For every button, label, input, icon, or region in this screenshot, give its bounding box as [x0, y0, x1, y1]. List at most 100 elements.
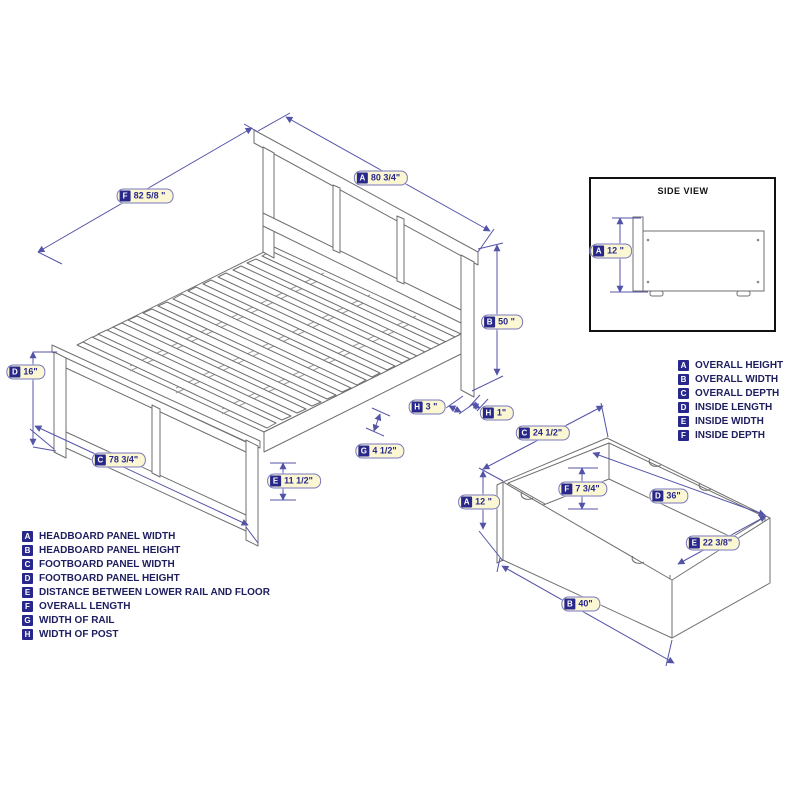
dim-value: 12 "	[607, 245, 624, 256]
dim-letter-badge: B	[564, 598, 576, 610]
dim-label-drawer-inside-depth: F 7 3/4"	[558, 481, 608, 497]
bed-legend: A HEADBOARD PANEL WIDTH B HEADBOARD PANE…	[22, 531, 270, 640]
dim-label-rail-width: G 4 1/2"	[355, 443, 405, 459]
legend-label: FOOTBOARD PANEL HEIGHT	[39, 572, 180, 584]
dim-label-drawer-overall-width: B 40"	[561, 596, 601, 612]
legend-row: H WIDTH OF POST	[22, 629, 270, 640]
legend-letter-badge: E	[22, 587, 33, 598]
dim-value: 11 1/2"	[284, 475, 313, 486]
dim-value: 36"	[666, 490, 681, 501]
legend-row: B HEADBOARD PANEL HEIGHT	[22, 545, 270, 556]
dim-label-drawer-inside-length: D 36"	[649, 488, 689, 504]
dim-letter-badge: D	[9, 366, 21, 378]
dim-letter-badge: G	[358, 445, 370, 457]
dim-letter-badge: F	[561, 483, 573, 495]
dim-value: 3 "	[425, 401, 438, 412]
dim-value: 7 3/4"	[575, 483, 600, 494]
dim-letter-badge: H	[482, 407, 494, 419]
legend-row: F INSIDE DEPTH	[678, 430, 783, 441]
dim-letter-badge: A	[356, 172, 368, 184]
legend-row: D INSIDE LENGTH	[678, 402, 783, 413]
legend-letter-badge: C	[678, 388, 689, 399]
legend-letter-badge: A	[22, 531, 33, 542]
dim-label-rail-to-floor: E 11 1/2"	[267, 473, 321, 489]
dim-letter-badge: C	[518, 427, 530, 439]
legend-row: E INSIDE WIDTH	[678, 416, 783, 427]
legend-letter-badge: H	[22, 629, 33, 640]
legend-row: A HEADBOARD PANEL WIDTH	[22, 531, 270, 542]
side-view-title: SIDE VIEW	[657, 186, 709, 196]
dim-label-headboard-panel-width: A 80 3/4"	[353, 170, 409, 186]
legend-letter-badge: E	[678, 416, 689, 427]
legend-letter-badge: D	[22, 573, 33, 584]
legend-letter-badge: G	[22, 615, 33, 626]
legend-label: HEADBOARD PANEL HEIGHT	[39, 544, 181, 556]
dim-value: 24 1/2"	[532, 427, 563, 438]
dim-value: 4 1/2"	[372, 445, 397, 456]
bed-line-art	[51, 129, 479, 547]
legend-letter-badge: F	[22, 601, 33, 612]
legend-label: INSIDE DEPTH	[695, 429, 766, 441]
dim-value: 40"	[578, 598, 593, 609]
dim-value: 78 3/4"	[108, 454, 139, 465]
dim-letter-badge: A	[593, 245, 605, 257]
legend-row: G WIDTH OF RAIL	[22, 615, 270, 626]
legend-letter-badge: B	[22, 545, 33, 556]
dim-letter-badge: E	[688, 537, 700, 549]
legend-label: INSIDE WIDTH	[695, 415, 764, 427]
dim-label-headboard-panel-height: B 50 "	[481, 314, 523, 330]
legend-letter-badge: B	[678, 374, 689, 385]
legend-row: E DISTANCE BETWEEN LOWER RAIL AND FLOOR	[22, 587, 270, 598]
legend-letter-badge: A	[678, 360, 689, 371]
legend-label: DISTANCE BETWEEN LOWER RAIL AND FLOOR	[39, 586, 270, 598]
legend-letter-badge: C	[22, 559, 33, 570]
legend-label: WIDTH OF POST	[39, 628, 119, 640]
side-view-wheel-right	[736, 290, 751, 297]
legend-label: OVERALL LENGTH	[39, 600, 131, 612]
side-view-side-panel	[642, 230, 765, 292]
side-view-front-panel	[632, 216, 644, 292]
legend-letter-badge: D	[678, 402, 689, 413]
bed-slats	[82, 250, 456, 429]
dim-label-drawer-overall-height: A 12 "	[458, 494, 500, 510]
legend-row: C FOOTBOARD PANEL WIDTH	[22, 559, 270, 570]
dim-letter-badge: F	[119, 190, 131, 202]
legend-label: OVERALL DEPTH	[695, 387, 780, 399]
dim-label-drawer-overall-depth: C 24 1/2"	[515, 425, 571, 441]
legend-letter-badge: F	[678, 430, 689, 441]
legend-row: A OVERALL HEIGHT	[678, 360, 783, 371]
legend-row: B OVERALL WIDTH	[678, 374, 783, 385]
dim-letter-badge: C	[94, 454, 106, 466]
dim-label-post-width: H 3 "	[408, 399, 446, 415]
dim-label-overall-length: F 82 5/8 "	[116, 188, 174, 204]
legend-label: WIDTH OF RAIL	[39, 614, 115, 626]
legend-label: OVERALL WIDTH	[695, 373, 779, 385]
dim-label-footboard-panel-height: D 16"	[6, 364, 46, 380]
dim-value: 16"	[23, 366, 38, 377]
legend-row: F OVERALL LENGTH	[22, 601, 270, 612]
dim-label-drawer-inside-width: E 22 3/8"	[685, 535, 741, 551]
dim-letter-badge: H	[411, 401, 423, 413]
dim-value: 50 "	[498, 316, 515, 327]
legend-label: INSIDE LENGTH	[695, 401, 773, 413]
dim-value: 12 "	[475, 496, 492, 507]
dim-letter-badge: D	[652, 490, 664, 502]
side-view-wheel-left	[649, 290, 664, 297]
drawer-legend: A OVERALL HEIGHT B OVERALL WIDTH C OVERA…	[678, 360, 783, 441]
dim-letter-badge: B	[484, 316, 496, 328]
legend-row: D FOOTBOARD PANEL HEIGHT	[22, 573, 270, 584]
dim-label-post-offset: H 1"	[479, 405, 515, 421]
dim-label-footboard-panel-width: C 78 3/4"	[91, 452, 147, 468]
dim-letter-badge: A	[461, 496, 473, 508]
dim-value: 22 3/8"	[702, 537, 733, 548]
dim-value: 80 3/4"	[370, 172, 401, 183]
legend-row: C OVERALL DEPTH	[678, 388, 783, 399]
dim-value: 82 5/8 "	[133, 190, 166, 201]
dim-letter-badge: E	[270, 475, 282, 487]
legend-label: FOOTBOARD PANEL WIDTH	[39, 558, 175, 570]
side-view-screws	[646, 238, 760, 284]
bed-deck	[76, 246, 462, 453]
legend-label: HEADBOARD PANEL WIDTH	[39, 530, 176, 542]
legend-label: OVERALL HEIGHT	[695, 359, 784, 371]
